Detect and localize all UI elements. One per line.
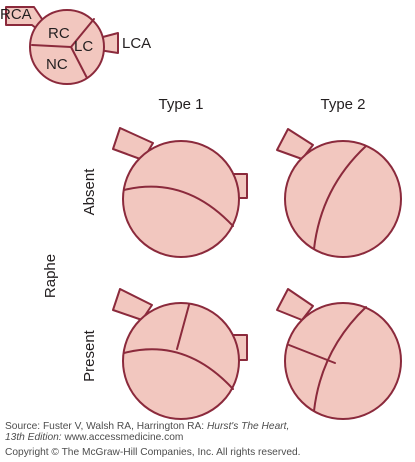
valve-type2-absent	[276, 128, 402, 258]
coronary-ostium	[276, 288, 314, 321]
lc-label: LC	[74, 38, 93, 55]
reference-valve: RCA LCA RC LC NC	[0, 6, 151, 85]
valve-annulus	[284, 302, 402, 420]
lca-label: LCA	[122, 35, 151, 52]
raphe-line	[288, 344, 336, 364]
commissure-line	[123, 185, 234, 227]
commissure-rc-lc	[70, 18, 95, 48]
row-label-present: Present	[81, 329, 98, 382]
source-authors: Source: Fuster V, Walsh RA, Harrington R…	[5, 421, 207, 432]
commissure-lc-nc	[70, 46, 88, 79]
source-url: www.accessmedicine.com	[61, 432, 184, 443]
source-citation-line2: 13th Edition: www.accessmedicine.com	[5, 432, 183, 443]
valve-annulus	[122, 140, 240, 258]
rca-label: RCA	[0, 6, 32, 23]
commissure-line	[313, 306, 367, 412]
commissure-line	[313, 145, 367, 250]
source-citation: Source: Fuster V, Walsh RA, Harrington R…	[5, 421, 289, 432]
commissure-line	[123, 348, 234, 390]
coronary-ostium	[276, 128, 314, 160]
valve-annulus	[284, 140, 402, 258]
coronary-ostium	[112, 288, 153, 321]
valve-type1-present	[112, 288, 248, 420]
valve-type1-absent	[112, 127, 248, 258]
source-edition: 13th Edition:	[5, 432, 62, 443]
nc-label: NC	[46, 56, 68, 73]
raphe-line	[176, 304, 190, 350]
coronary-ostium	[112, 127, 154, 161]
valve-annulus	[122, 302, 240, 420]
row-group-label-raphe: Raphe	[42, 254, 59, 298]
valve-type2-present	[276, 288, 402, 420]
rc-label: RC	[48, 25, 70, 42]
source-book-title: Hurst's The Heart,	[206, 421, 290, 432]
commissure-rc-nc	[31, 44, 72, 48]
column-header-type1: Type 1	[158, 96, 203, 113]
copyright-notice: Copyright © The McGraw-Hill Companies, I…	[5, 447, 301, 458]
column-header-type2: Type 2	[320, 96, 365, 113]
row-label-absent: Absent	[81, 168, 98, 216]
